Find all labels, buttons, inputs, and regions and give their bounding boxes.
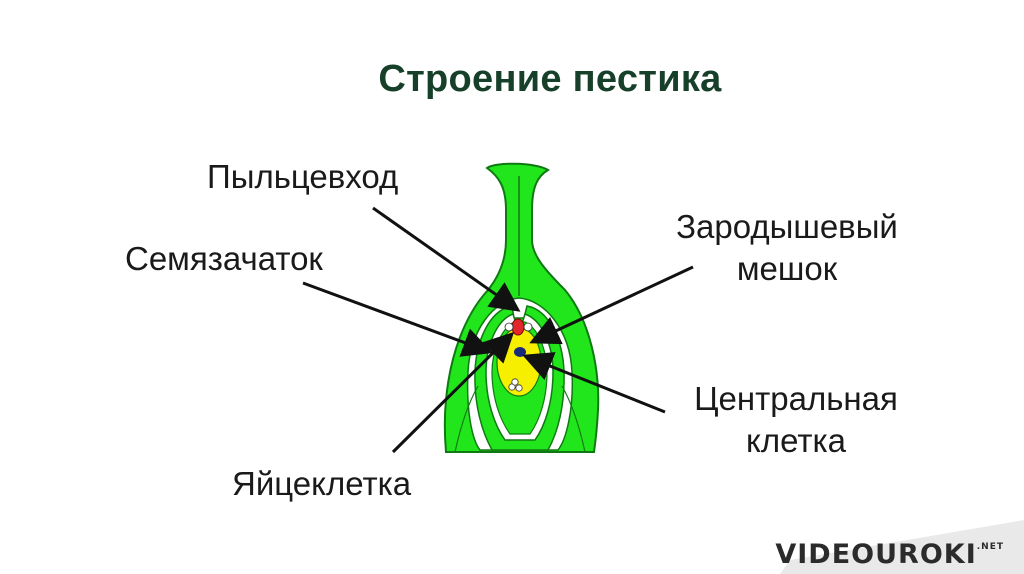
label-central-cell: Центральная клетка (676, 378, 916, 462)
arrow-pylcevhod (372, 206, 521, 312)
footer-strip (780, 520, 1024, 574)
videouroki-logo: VIDEOUROKI.NET (775, 539, 1004, 570)
page-title: Строение пестика (378, 58, 722, 100)
synergid-left (504, 322, 514, 332)
antipodal-cell-2 (515, 384, 523, 392)
central-nucleus (514, 347, 526, 357)
label-semyazachatok: Семязачаток (125, 240, 323, 277)
label-embryo-sac-line1: Зародышевый (676, 208, 898, 245)
logo-suffix: .NET (976, 542, 1004, 552)
arrow-egg (391, 331, 515, 454)
label-egg-cell: Яйцеклетка (232, 465, 412, 502)
arrow-central (522, 352, 666, 414)
label-pylcevhod: Пыльцевход (207, 158, 399, 195)
base-line-left (454, 385, 479, 453)
logo-main: VIDEOUROKI (775, 539, 977, 570)
arrow-meshok (529, 265, 694, 345)
label-central-cell-line1: Центральная (694, 380, 898, 417)
label-embryo-sac: Зародышевый мешок (656, 206, 918, 290)
label-central-cell-line2: клетка (746, 422, 846, 459)
base-line-right (561, 385, 586, 453)
arrow-semyazachatok (302, 281, 493, 357)
label-embryo-sac-line2: мешок (736, 250, 838, 287)
synergid-right (523, 322, 533, 332)
egg-cell (511, 318, 525, 336)
antipodal-cell-3 (511, 378, 519, 386)
